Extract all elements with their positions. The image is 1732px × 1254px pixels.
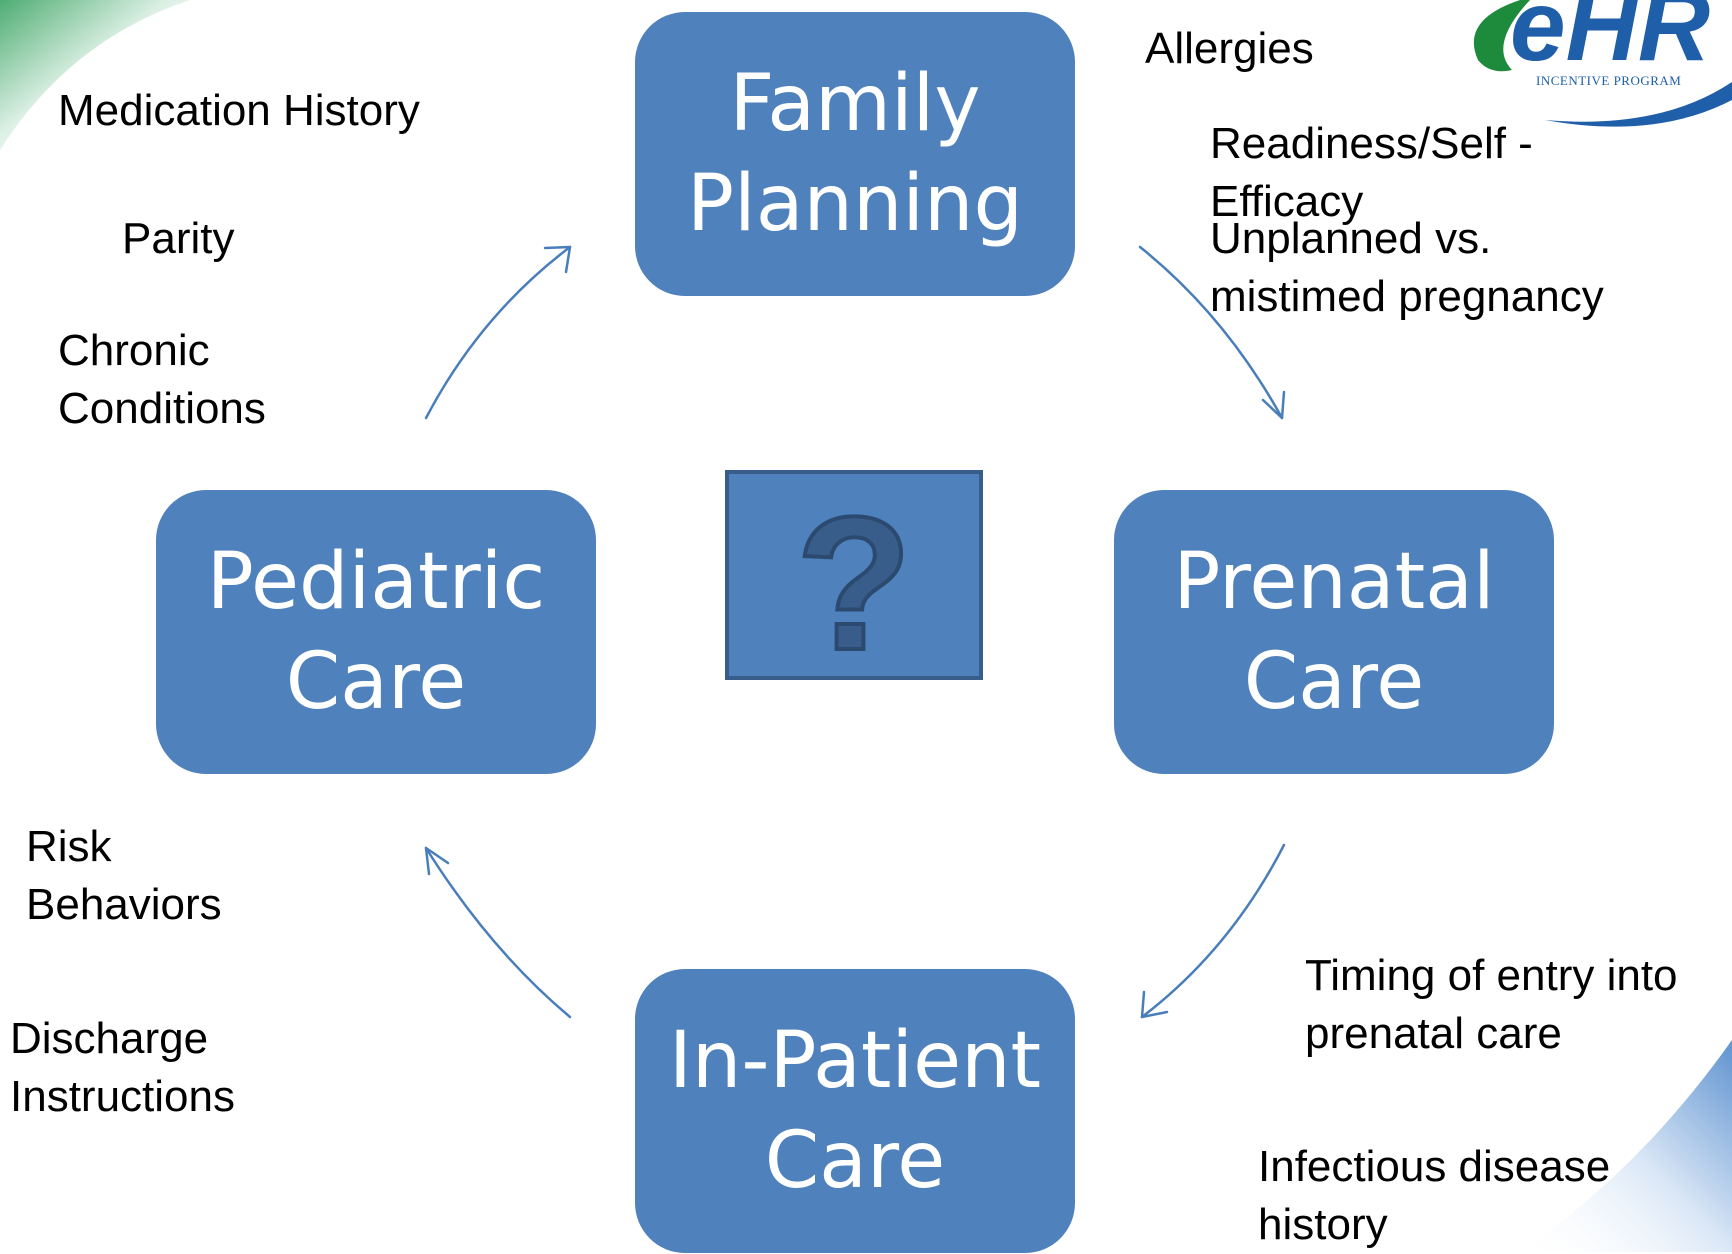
family-planning-box: Family Planning [635,12,1075,296]
prenatal-care-box: Prenatal Care [1114,490,1554,774]
arrow-inpatient-to-pediatric [424,846,572,1019]
inpatient-care-label: In-Patient Care [668,1016,1042,1206]
logo-swoosh-icon [1545,82,1732,127]
note-discharge-instructions: Discharge Instructions [10,1014,235,1121]
pediatric-care-box: Pediatric Care [156,490,596,774]
logo-green-arc-icon [1473,0,1530,72]
prenatal-care-label: Prenatal Care [1173,537,1495,727]
question-mark-icon: ? [794,476,914,676]
note-readiness-self-efficacy: Readiness/Self - Efficacy [1210,119,1533,226]
note-chronic-conditions: Chronic Conditions [58,326,266,433]
note-allergies: Allergies [1145,24,1314,73]
inpatient-care-box: In-Patient Care [635,969,1075,1253]
note-infectious-disease-history: Infectious disease history [1258,1142,1611,1249]
note-parity: Parity [122,214,235,263]
arrow-prenatal-to-inpatient [1140,843,1286,1019]
note-risk-behaviors: Risk Behaviors [26,822,222,929]
note-unplanned-vs-mistimed: Unplanned vs. mistimed pregnancy [1210,214,1604,321]
arrow-pediatric-to-family [424,245,572,420]
center-question-box: ? [725,470,983,680]
logo-tagline: INCENTIVE PROGRAM [1536,73,1681,88]
question-mark-glyph: ? [796,478,912,676]
note-timing-of-entry: Timing of entry into prenatal care [1305,951,1678,1058]
logo-letters: eHR [1510,0,1710,82]
family-planning-label: Family Planning [687,59,1023,249]
pediatric-care-label: Pediatric Care [206,537,546,727]
note-medication-history: Medication History [58,86,420,135]
